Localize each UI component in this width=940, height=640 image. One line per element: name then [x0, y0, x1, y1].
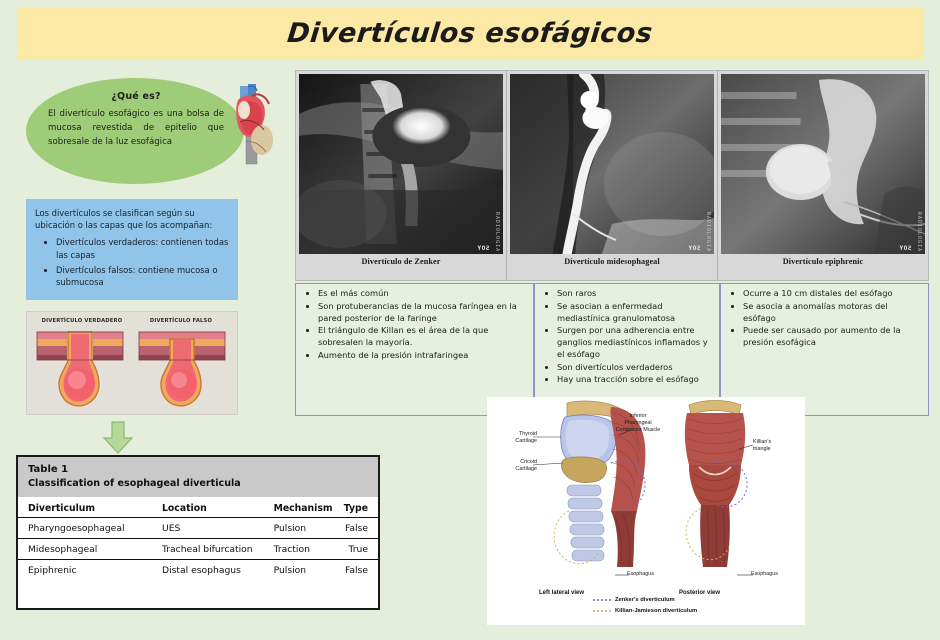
watermark-text: RADIOLOGIA — [916, 211, 922, 252]
list-item: Se asocian a enfermedad mediastínica gra… — [557, 301, 714, 325]
table-header-row: Diverticulum Location Mechanism Type — [18, 497, 378, 518]
diverticulum-types-diagram: DIVERTÍCULO VERDADERO DIVERTÍCULO FALSO — [26, 311, 238, 415]
page-title: Divertículos esofágicos — [285, 18, 655, 49]
bullet-list: Es el más común Son protuberancias de la… — [296, 288, 528, 362]
label-thyroid-cartilage: Thyroid Cartilage — [515, 431, 537, 444]
list-item: Surgen por una adherencia entre ganglios… — [557, 325, 714, 360]
definition-body: El divertículo esofágico es una bolsa de… — [48, 109, 224, 147]
list-item: Ocurre a 10 cm distales del esófago — [743, 288, 923, 300]
bullet-panel-epiphrenic: Ocurre a 10 cm distales del esófago Se a… — [720, 283, 929, 416]
true-diverticulum-label: DIVERTÍCULO VERDADERO — [41, 318, 123, 324]
list-item: Divertículos verdaderos: contienen todas… — [56, 236, 230, 260]
xray-image-epiphrenic: RADIOLOGIA SOY — [721, 74, 925, 254]
pharynx-anatomy-thumbnail — [226, 82, 276, 172]
table-subtitle: Classification of esophageal diverticula — [28, 478, 241, 489]
table-cell: Tracheal bifurcation — [162, 538, 274, 560]
xray-cell-midesophageal: RADIOLOGIA SOY Divertículo midesophageal — [507, 71, 718, 280]
classification-table: Table 1 Classification of esophageal div… — [16, 455, 380, 610]
watermark-logo: SOY — [898, 245, 911, 252]
table-cell: False — [344, 565, 368, 576]
table-row: Epiphrenic Distal esophagus Pulsion Fals… — [18, 560, 378, 581]
watermark-logo: SOY — [476, 245, 489, 252]
down-arrow-icon — [101, 421, 135, 454]
xray-cell-zenker: RADIOLOGIA SOY Divertículo de Zenker — [296, 71, 507, 280]
classification-lead: Los divertículos se clasifican según su … — [35, 208, 213, 231]
table-cell: Epiphrenic — [28, 565, 77, 576]
table-cell: Pulsion — [273, 565, 307, 576]
table-title: Table 1 — [28, 464, 69, 475]
xray-caption: Divertículo de Zenker — [361, 257, 441, 266]
table-cell: Pulsion — [273, 517, 342, 539]
table-cell: UES — [162, 517, 274, 539]
table-row: Pharyngoesophageal UES Pulsion False — [18, 517, 378, 539]
definition-title: ¿Qué es? — [111, 91, 161, 102]
list-item: Puede ser causado por aumento de la pres… — [743, 325, 923, 349]
table-cell: Traction — [273, 538, 342, 560]
list-item: Divertículos falsos: contiene mucosa o s… — [56, 264, 230, 288]
bullet-panel-midesophageal: Son raros Se asocian a enfermedad medias… — [534, 283, 720, 416]
definition-callout: ¿Qué es? El divertículo esofágico es una… — [26, 78, 244, 184]
table-row: Midesophageal Tracheal bifurcation Tract… — [18, 538, 378, 560]
table-cell: Pharyngoesophageal — [18, 517, 162, 539]
xray-caption: Divertículo epiphrenic — [782, 257, 864, 266]
table-cell: Midesophageal — [18, 538, 162, 560]
list-item: Son protuberancias de la mucosa faríngea… — [318, 301, 528, 325]
table-cell: Distal esophagus — [162, 565, 241, 576]
label-esophagus-left: Esophagus — [627, 571, 654, 577]
label-inferior-pharyngeal-constrictor: Inferior Pharyngeal Constrictor Muscle — [615, 413, 661, 433]
list-item: Hay una tracción sobre el esófago — [557, 374, 714, 386]
list-item: Se asocia a anomalías motoras del esófag… — [743, 301, 923, 325]
bullet-list: Son raros Se asocian a enfermedad medias… — [535, 288, 714, 386]
false-diverticulum-label: DIVERTÍCULO FALSO — [149, 318, 213, 324]
watermark-logo: SOY — [687, 245, 700, 252]
label-killians-triangle: Killian's triangle — [753, 439, 772, 452]
bullet-panel-zenker: Es el más común Son protuberancias de la… — [295, 283, 534, 416]
legend-zenker: Zenker's diverticulum — [615, 597, 675, 603]
label-cricoid-cartilage: Cricoid Cartilage — [515, 459, 537, 472]
bullet-list: Ocurre a 10 cm distales del esófago Se a… — [721, 288, 923, 349]
list-item: El triángulo de Killan es el área de la … — [318, 325, 528, 349]
watermark-text: RADIOLOGIA — [705, 211, 711, 252]
xray-cell-epiphrenic: RADIOLOGIA SOY Divertículo epiphrenic — [718, 71, 928, 280]
watermark-text: RADIOLOGIA — [494, 211, 500, 252]
xray-strip: RADIOLOGIA SOY Divertículo de Zenker — [295, 70, 929, 281]
table-cell: False — [341, 517, 378, 539]
column-header: Diverticulum — [18, 497, 162, 518]
table-cell: True — [341, 538, 378, 560]
column-header: Type — [341, 497, 378, 518]
column-header: Mechanism — [273, 497, 342, 518]
xray-image-zenker: RADIOLOGIA SOY — [299, 74, 503, 254]
table-grid: Diverticulum Location Mechanism Type Pha… — [18, 497, 378, 580]
list-item: Son raros — [557, 288, 714, 300]
view-label-posterior: Posterior view — [679, 590, 721, 596]
list-item: Aumento de la presión intrafaringea — [318, 350, 528, 362]
table-header-block: Table 1 Classification of esophageal div… — [18, 457, 378, 497]
list-item: Es el más común — [318, 288, 528, 300]
classification-list: Divertículos verdaderos: contienen todas… — [35, 236, 230, 288]
label-esophagus-right: Esophagus — [751, 571, 778, 577]
legend-killian-jamieson: Killian-Jamieson diverticulum — [615, 608, 698, 614]
xray-caption: Divertículo midesophageal — [564, 257, 660, 266]
view-label-left-lateral: Left lateral view — [539, 590, 585, 596]
header-band: Divertículos esofágicos — [17, 7, 923, 60]
pharynx-anatomy-figure: Thyroid Cartilage Cricoid Cartilage Infe… — [487, 397, 805, 625]
column-header: Location — [162, 497, 274, 518]
classification-box: Los divertículos se clasifican según su … — [26, 199, 238, 300]
xray-image-midesophageal: RADIOLOGIA SOY — [510, 74, 714, 254]
list-item: Son divertículos verdaderos — [557, 362, 714, 374]
